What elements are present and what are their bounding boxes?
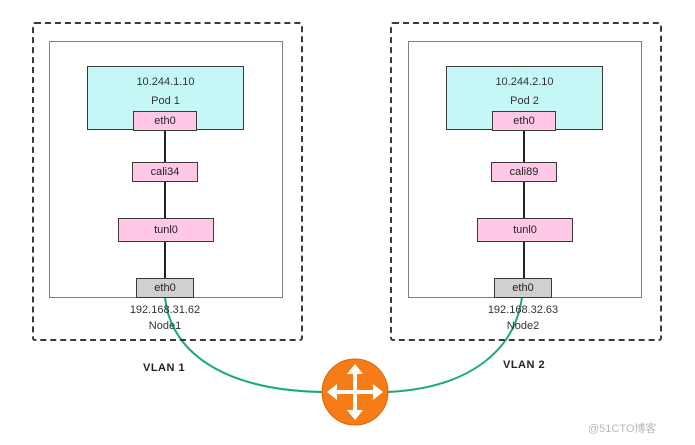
pod2-ip: 10.244.2.10	[495, 76, 554, 88]
node2-wire	[523, 130, 525, 280]
node2-name: Node2	[506, 320, 540, 332]
node1-wire	[164, 130, 166, 280]
watermark: @51CTO博客	[588, 423, 657, 435]
link-node2-router	[387, 296, 523, 393]
link-node1-router	[164, 296, 323, 393]
node2-host-ip: 192.168.32.63	[487, 304, 559, 316]
node1-tunl0: tunl0	[118, 218, 214, 242]
node1-name: Node1	[148, 320, 182, 332]
router-icon	[321, 358, 389, 426]
node2-host-eth0: eth0	[494, 278, 552, 298]
pod1-eth0: eth0	[133, 111, 197, 131]
node2-outer-frame	[390, 22, 662, 341]
node1-host-ip: 192.168.31.62	[129, 304, 201, 316]
node1-cali34: cali34	[132, 162, 198, 182]
node1-outer-frame	[32, 22, 303, 341]
pod2-name: Pod 2	[510, 95, 539, 107]
vlan1-label: VLAN 1	[143, 362, 186, 374]
node2-tunl0: tunl0	[477, 218, 573, 242]
vlan2-label: VLAN 2	[503, 359, 546, 371]
pod2-eth0: eth0	[492, 111, 556, 131]
pod1-name: Pod 1	[151, 95, 180, 107]
node2-cali89: cali89	[491, 162, 557, 182]
node1-host-eth0: eth0	[136, 278, 194, 298]
pod1-ip: 10.244.1.10	[136, 76, 195, 88]
